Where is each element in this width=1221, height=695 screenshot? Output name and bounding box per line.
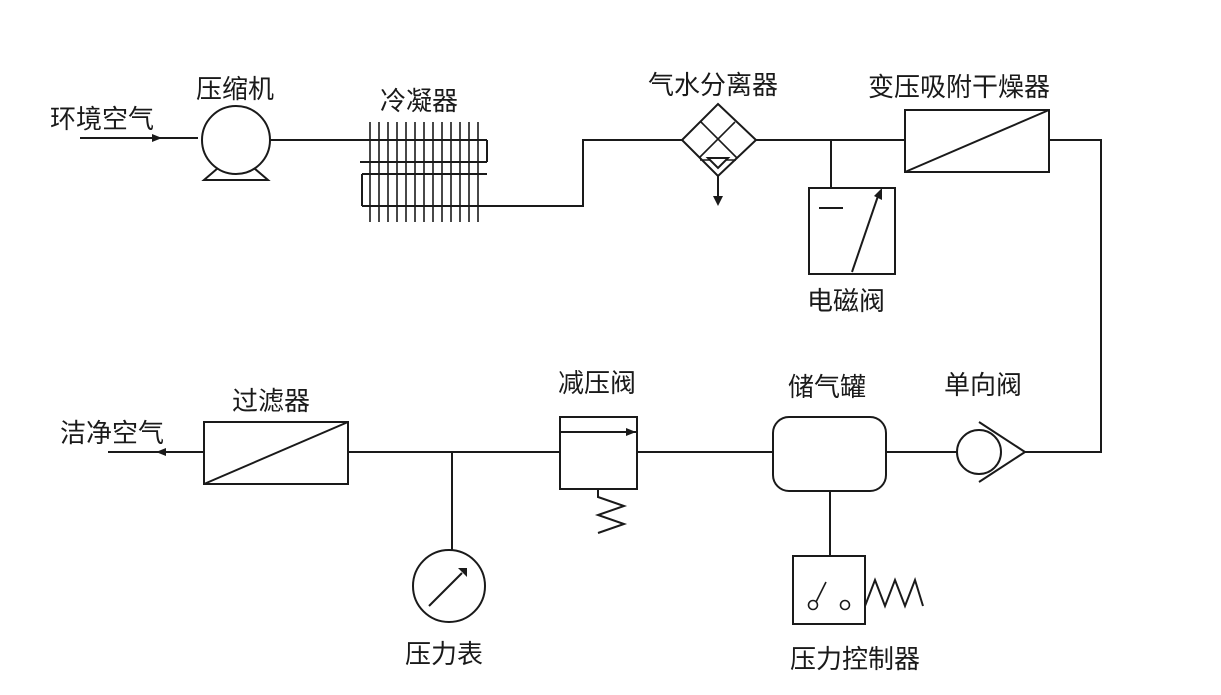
solenoid-valve-symbol: [808, 187, 896, 275]
pressure-controller-symbol: [792, 555, 924, 625]
label-clean-air: 洁净空气: [60, 419, 164, 449]
label-psa-dryer: 变压吸附干燥器: [868, 73, 1050, 103]
label-pressure-gauge: 压力表: [405, 640, 483, 670]
label-condenser: 冷凝器: [380, 87, 458, 117]
inlet-pipe: [80, 134, 198, 142]
water-separator-symbol: [680, 102, 758, 206]
pipe-dryer-checkvalve: [1025, 139, 1102, 453]
label-pressure-controller: 压力控制器: [790, 645, 920, 675]
label-pressure-reducing-valve: 减压阀: [558, 369, 636, 399]
compressor-symbol: [201, 105, 271, 181]
check-valve-symbol: [956, 421, 1027, 483]
pressure-reducing-valve-symbol: [559, 416, 638, 534]
label-filter: 过滤器: [232, 387, 310, 417]
label-check-valve: 单向阀: [944, 371, 1022, 401]
label-solenoid-valve: 电磁阀: [807, 287, 885, 317]
pressure-gauge-symbol: [412, 549, 486, 623]
outlet-pipe: [108, 448, 204, 456]
filter-symbol: [203, 421, 349, 485]
psa-dryer-symbol: [904, 109, 1050, 173]
pipe-condenser-separator: [487, 139, 682, 207]
label-ambient-air: 环境空气: [50, 105, 154, 135]
label-air-tank: 储气罐: [788, 373, 866, 403]
condenser-symbol: [360, 122, 488, 222]
label-water-separator: 气水分离器: [648, 71, 778, 101]
label-compressor: 压缩机: [196, 75, 274, 105]
air-tank-symbol: [772, 416, 887, 492]
